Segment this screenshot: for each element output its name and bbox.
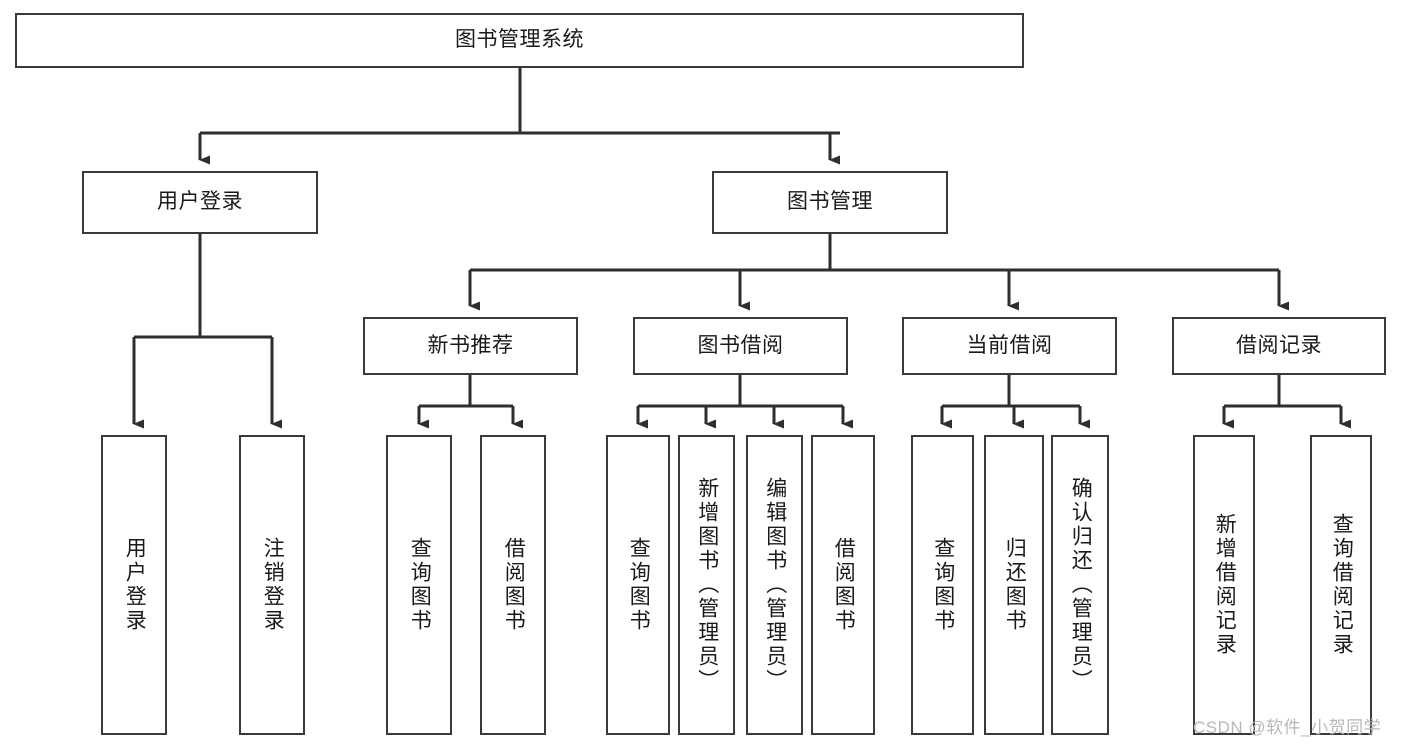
node-new-book-recommend[interactable]: 新书推荐 (363, 317, 578, 375)
csdn-watermark: CSDN @软件_小贺同学 (1193, 718, 1382, 737)
node-label: 新增图书（管理员） (695, 477, 719, 693)
node-root-system[interactable]: 图书管理系统 (15, 13, 1024, 68)
node-label: 查询图书 (408, 537, 432, 633)
node-leaf-return-book[interactable]: 归还图书 (984, 435, 1044, 735)
node-leaf-query-borrow-record[interactable]: 查询借阅记录 (1310, 435, 1372, 735)
node-leaf-edit-book[interactable]: 编辑图书（管理员） (746, 435, 803, 735)
node-label: 查询借阅记录 (1330, 513, 1354, 657)
node-label: 确认归还（管理员） (1069, 477, 1093, 693)
node-label: 图书借阅 (697, 333, 784, 357)
node-label: 编辑图书（管理员） (763, 477, 787, 693)
node-book-borrow[interactable]: 图书借阅 (633, 317, 848, 375)
node-leaf-query-book-3[interactable]: 查询图书 (911, 435, 974, 735)
node-current-borrow[interactable]: 当前借阅 (902, 317, 1117, 375)
node-label: 图书管理系统 (455, 28, 584, 52)
node-label: 借阅图书 (502, 537, 526, 633)
node-book-manage[interactable]: 图书管理 (712, 171, 948, 234)
node-leaf-borrow-book-2[interactable]: 借阅图书 (811, 435, 875, 735)
node-leaf-user-login[interactable]: 用户登录 (101, 435, 167, 735)
node-leaf-confirm-return[interactable]: 确认归还（管理员） (1051, 435, 1109, 735)
node-borrow-record[interactable]: 借阅记录 (1172, 317, 1386, 375)
node-leaf-borrow-book-1[interactable]: 借阅图书 (480, 435, 546, 735)
node-label: 新增借阅记录 (1213, 513, 1237, 657)
node-label: 借阅图书 (832, 537, 856, 633)
node-leaf-logout[interactable]: 注销登录 (239, 435, 305, 735)
node-user-login[interactable]: 用户登录 (82, 171, 318, 234)
node-label: 图书管理 (787, 190, 873, 214)
node-leaf-query-book-2[interactable]: 查询图书 (606, 435, 670, 735)
node-leaf-query-book-1[interactable]: 查询图书 (386, 435, 452, 735)
node-label: 注销登录 (261, 537, 285, 633)
node-label: 当前借阅 (966, 333, 1053, 357)
node-label: 用户登录 (123, 537, 147, 633)
node-label: 归还图书 (1003, 537, 1027, 633)
node-label: 查询图书 (931, 537, 955, 633)
node-label: 新书推荐 (427, 333, 514, 357)
node-leaf-add-book[interactable]: 新增图书（管理员） (678, 435, 735, 735)
node-label: 查询图书 (627, 537, 651, 633)
node-leaf-add-borrow-record[interactable]: 新增借阅记录 (1193, 435, 1255, 735)
node-label: 借阅记录 (1236, 333, 1322, 357)
node-label: 用户登录 (157, 190, 243, 214)
